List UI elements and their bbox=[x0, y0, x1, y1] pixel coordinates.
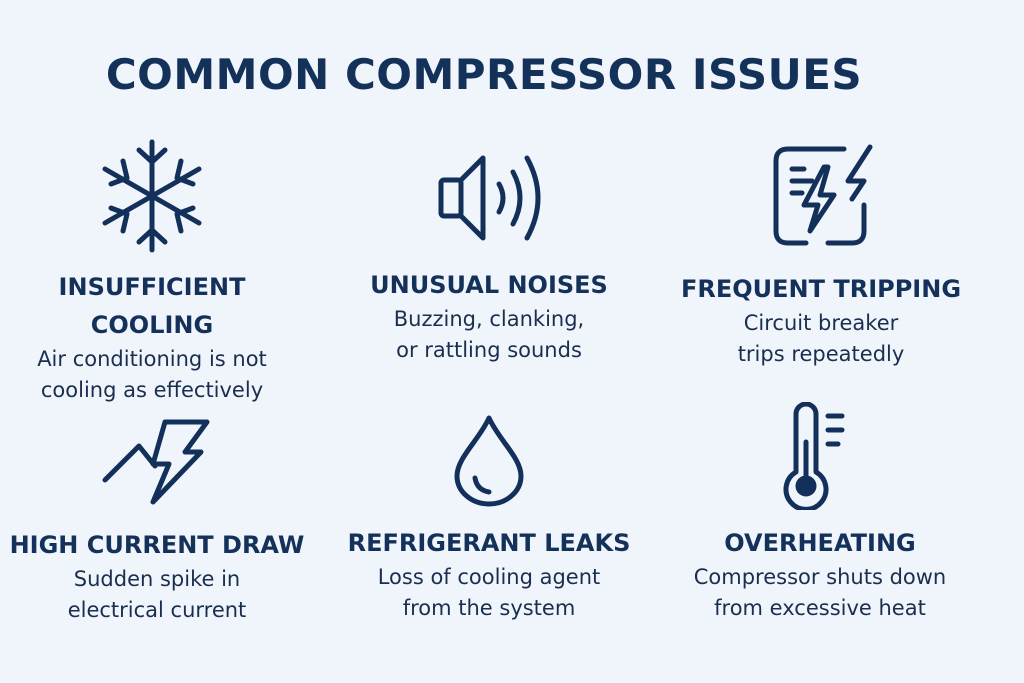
issue-description: electrical current bbox=[67, 598, 247, 622]
breaker-lightning-icon bbox=[773, 144, 873, 246]
issue-description: Air conditioning is not bbox=[37, 347, 267, 371]
issue-title: HIGH CURRENT DRAW bbox=[9, 531, 305, 559]
issue-description: from the system bbox=[402, 596, 576, 620]
issue-description: Loss of cooling agent bbox=[377, 565, 601, 589]
issue-description: Circuit breaker bbox=[743, 311, 899, 335]
issue-description: cooling as effectively bbox=[40, 378, 264, 402]
issue-description: from excessive heat bbox=[714, 596, 926, 620]
current-spike-icon bbox=[102, 419, 210, 505]
issue-title: OVERHEATING bbox=[724, 529, 916, 557]
issue-frequent-tripping: FREQUENT TRIPPING Circuit breaker trips … bbox=[656, 143, 986, 370]
issue-insufficient-cooling: INSUFFICIENT COOLING Air conditioning is… bbox=[0, 138, 317, 406]
issue-overheating: OVERHEATING Compressor shuts down from e… bbox=[655, 402, 985, 624]
droplet-icon bbox=[454, 415, 524, 507]
issue-title: FREQUENT TRIPPING bbox=[680, 275, 962, 303]
issue-description: or rattling sounds bbox=[396, 338, 582, 362]
speaker-icon bbox=[438, 155, 541, 241]
issue-unusual-noises: UNUSUAL NOISES Buzzing, clanking, or rat… bbox=[324, 148, 654, 366]
issue-title: UNUSUAL NOISES bbox=[370, 271, 608, 299]
issue-title: INSUFFICIENT bbox=[58, 273, 246, 301]
thermometer-icon bbox=[783, 402, 845, 510]
issue-description: Sudden spike in bbox=[73, 567, 241, 591]
page-title: COMMON COMPRESSOR ISSUES bbox=[105, 50, 863, 99]
issue-description: Compressor shuts down bbox=[693, 565, 947, 589]
issue-description: Buzzing, clanking, bbox=[393, 307, 585, 331]
snowflake-icon bbox=[102, 139, 202, 253]
issue-refrigerant-leaks: REFRIGERANT LEAKS Loss of cooling agent … bbox=[324, 412, 654, 624]
issue-high-current-draw: HIGH CURRENT DRAW Sudden spike in electr… bbox=[0, 418, 322, 626]
issue-title: REFRIGERANT LEAKS bbox=[347, 529, 631, 557]
issue-title: COOLING bbox=[90, 311, 214, 339]
issue-description: trips repeatedly bbox=[737, 342, 905, 366]
